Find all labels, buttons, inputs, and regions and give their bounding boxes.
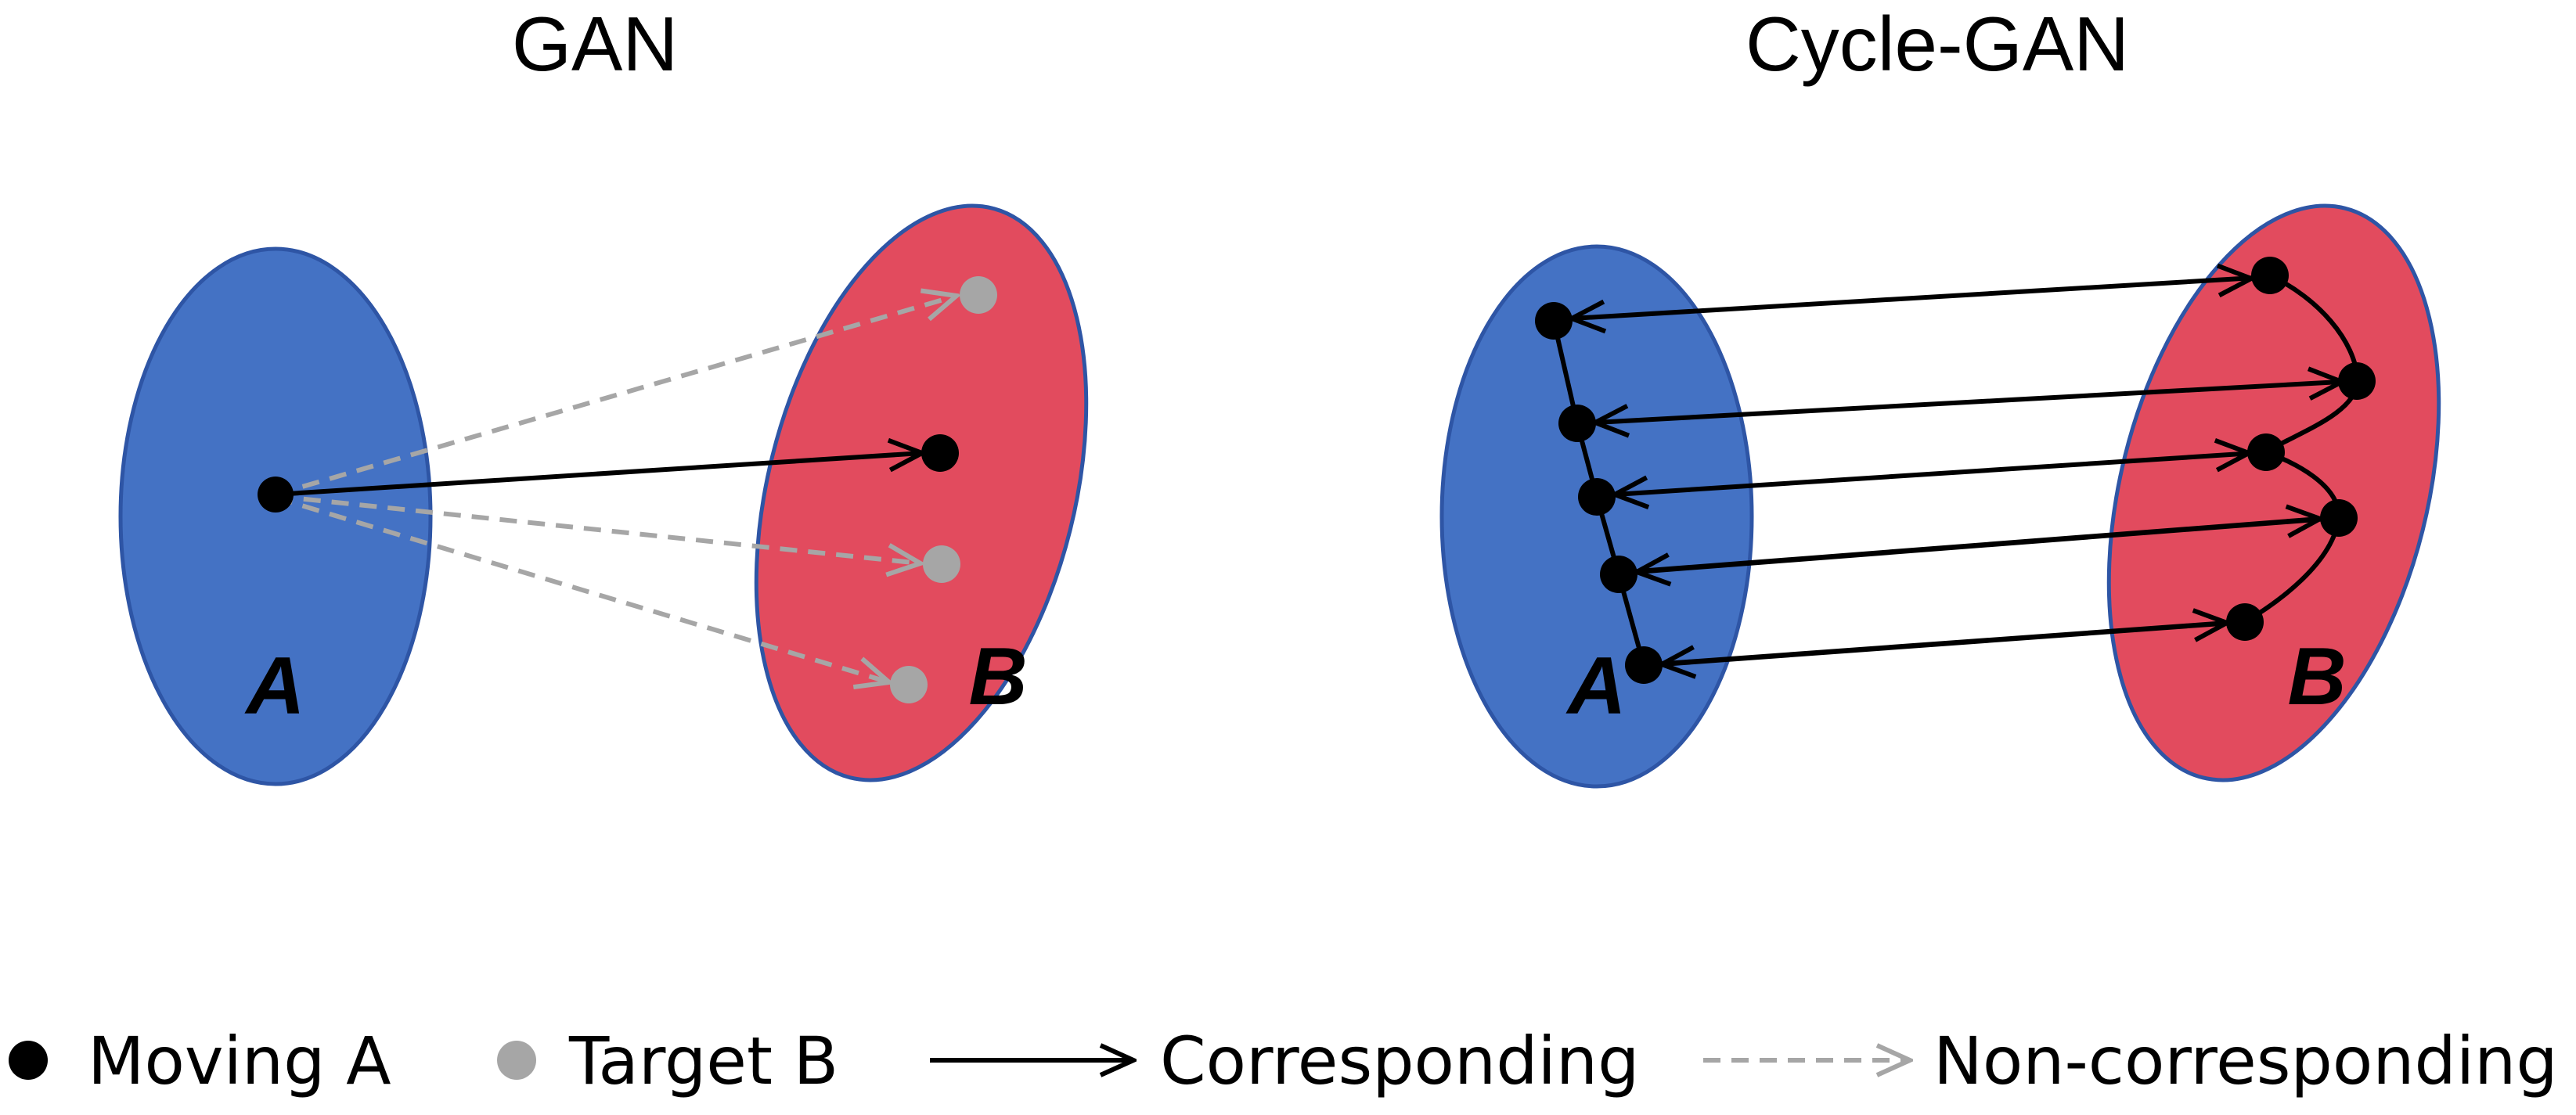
gan-set-b-label: B — [968, 631, 1027, 722]
gan-panel: GAN A B — [118, 1, 1089, 786]
cycle-gan-arrow-1b — [1557, 279, 2251, 320]
cycle-gan-title: Cycle-GAN — [1746, 1, 2129, 87]
moving-point-icon — [9, 1041, 48, 1080]
cycle-gan-set-a-label: A — [1565, 641, 1626, 732]
cycle-gan-set-b-label: B — [2287, 631, 2346, 722]
cycle-gan-arrow-2b — [1580, 382, 2342, 424]
cycle-gan-arrow-1 — [1572, 275, 2255, 318]
legend: Moving A Target B Corresponding Non-corr… — [9, 1023, 2558, 1099]
cycle-gan-b-point-2 — [2338, 362, 2376, 400]
gan-set-a-label: A — [243, 641, 304, 732]
cycle-gan-arrow-3 — [1615, 450, 2267, 495]
gan-non-corresponding-arrow-3 — [275, 495, 889, 682]
gan-corresponding-arrow — [275, 453, 922, 497]
cycle-gan-arrow-4b — [1637, 516, 2337, 572]
gan-non-corresponding-arrow-2 — [275, 494, 921, 563]
cycle-gan-arrow-3b — [1600, 453, 2249, 497]
cycle-gan-panel: Cycle-GAN A B — [1439, 1, 2441, 789]
target-point-icon — [497, 1041, 536, 1080]
gan-non-corresponding-arrow-1 — [275, 296, 957, 497]
gan-target-point-3 — [890, 666, 928, 703]
gan-target-point-2 — [923, 545, 960, 583]
cycle-gan-a-point-4 — [1600, 556, 1637, 593]
legend-target-label: Target B — [568, 1023, 838, 1099]
legend-non-corresponding: Non-corresponding — [1703, 1023, 2558, 1099]
legend-moving: Moving A — [9, 1023, 391, 1099]
gan-set-b-ellipse — [754, 203, 1089, 782]
legend-moving-label: Moving A — [88, 1023, 391, 1099]
cycle-gan-a-point-3 — [1578, 478, 1616, 516]
cycle-gan-b-point-3 — [2247, 433, 2285, 471]
legend-corresponding: Corresponding — [930, 1023, 1639, 1099]
gan-title: GAN — [512, 1, 678, 87]
cycle-gan-set-b-ellipse — [2106, 203, 2441, 782]
cycle-gan-b-point-4 — [2320, 499, 2358, 537]
legend-target: Target B — [497, 1023, 838, 1099]
cycle-gan-a-point-5 — [1625, 646, 1663, 684]
cycle-gan-a-point-1 — [1535, 302, 1573, 340]
legend-corresponding-label: Corresponding — [1160, 1023, 1639, 1099]
cycle-gan-b-point-1 — [2251, 257, 2289, 294]
gan-corresponding-point-b — [921, 434, 959, 472]
gan-set-a-ellipse — [118, 246, 433, 786]
gan-target-point-1 — [960, 276, 997, 314]
cycle-gan-a-point-2 — [1558, 405, 1596, 442]
cycle-gan-arrow-5b — [1662, 620, 2243, 664]
legend-non-corresponding-label: Non-corresponding — [1933, 1023, 2558, 1099]
cycle-gan-b-point-5 — [2226, 603, 2264, 641]
gan-moving-point-a — [258, 477, 294, 513]
